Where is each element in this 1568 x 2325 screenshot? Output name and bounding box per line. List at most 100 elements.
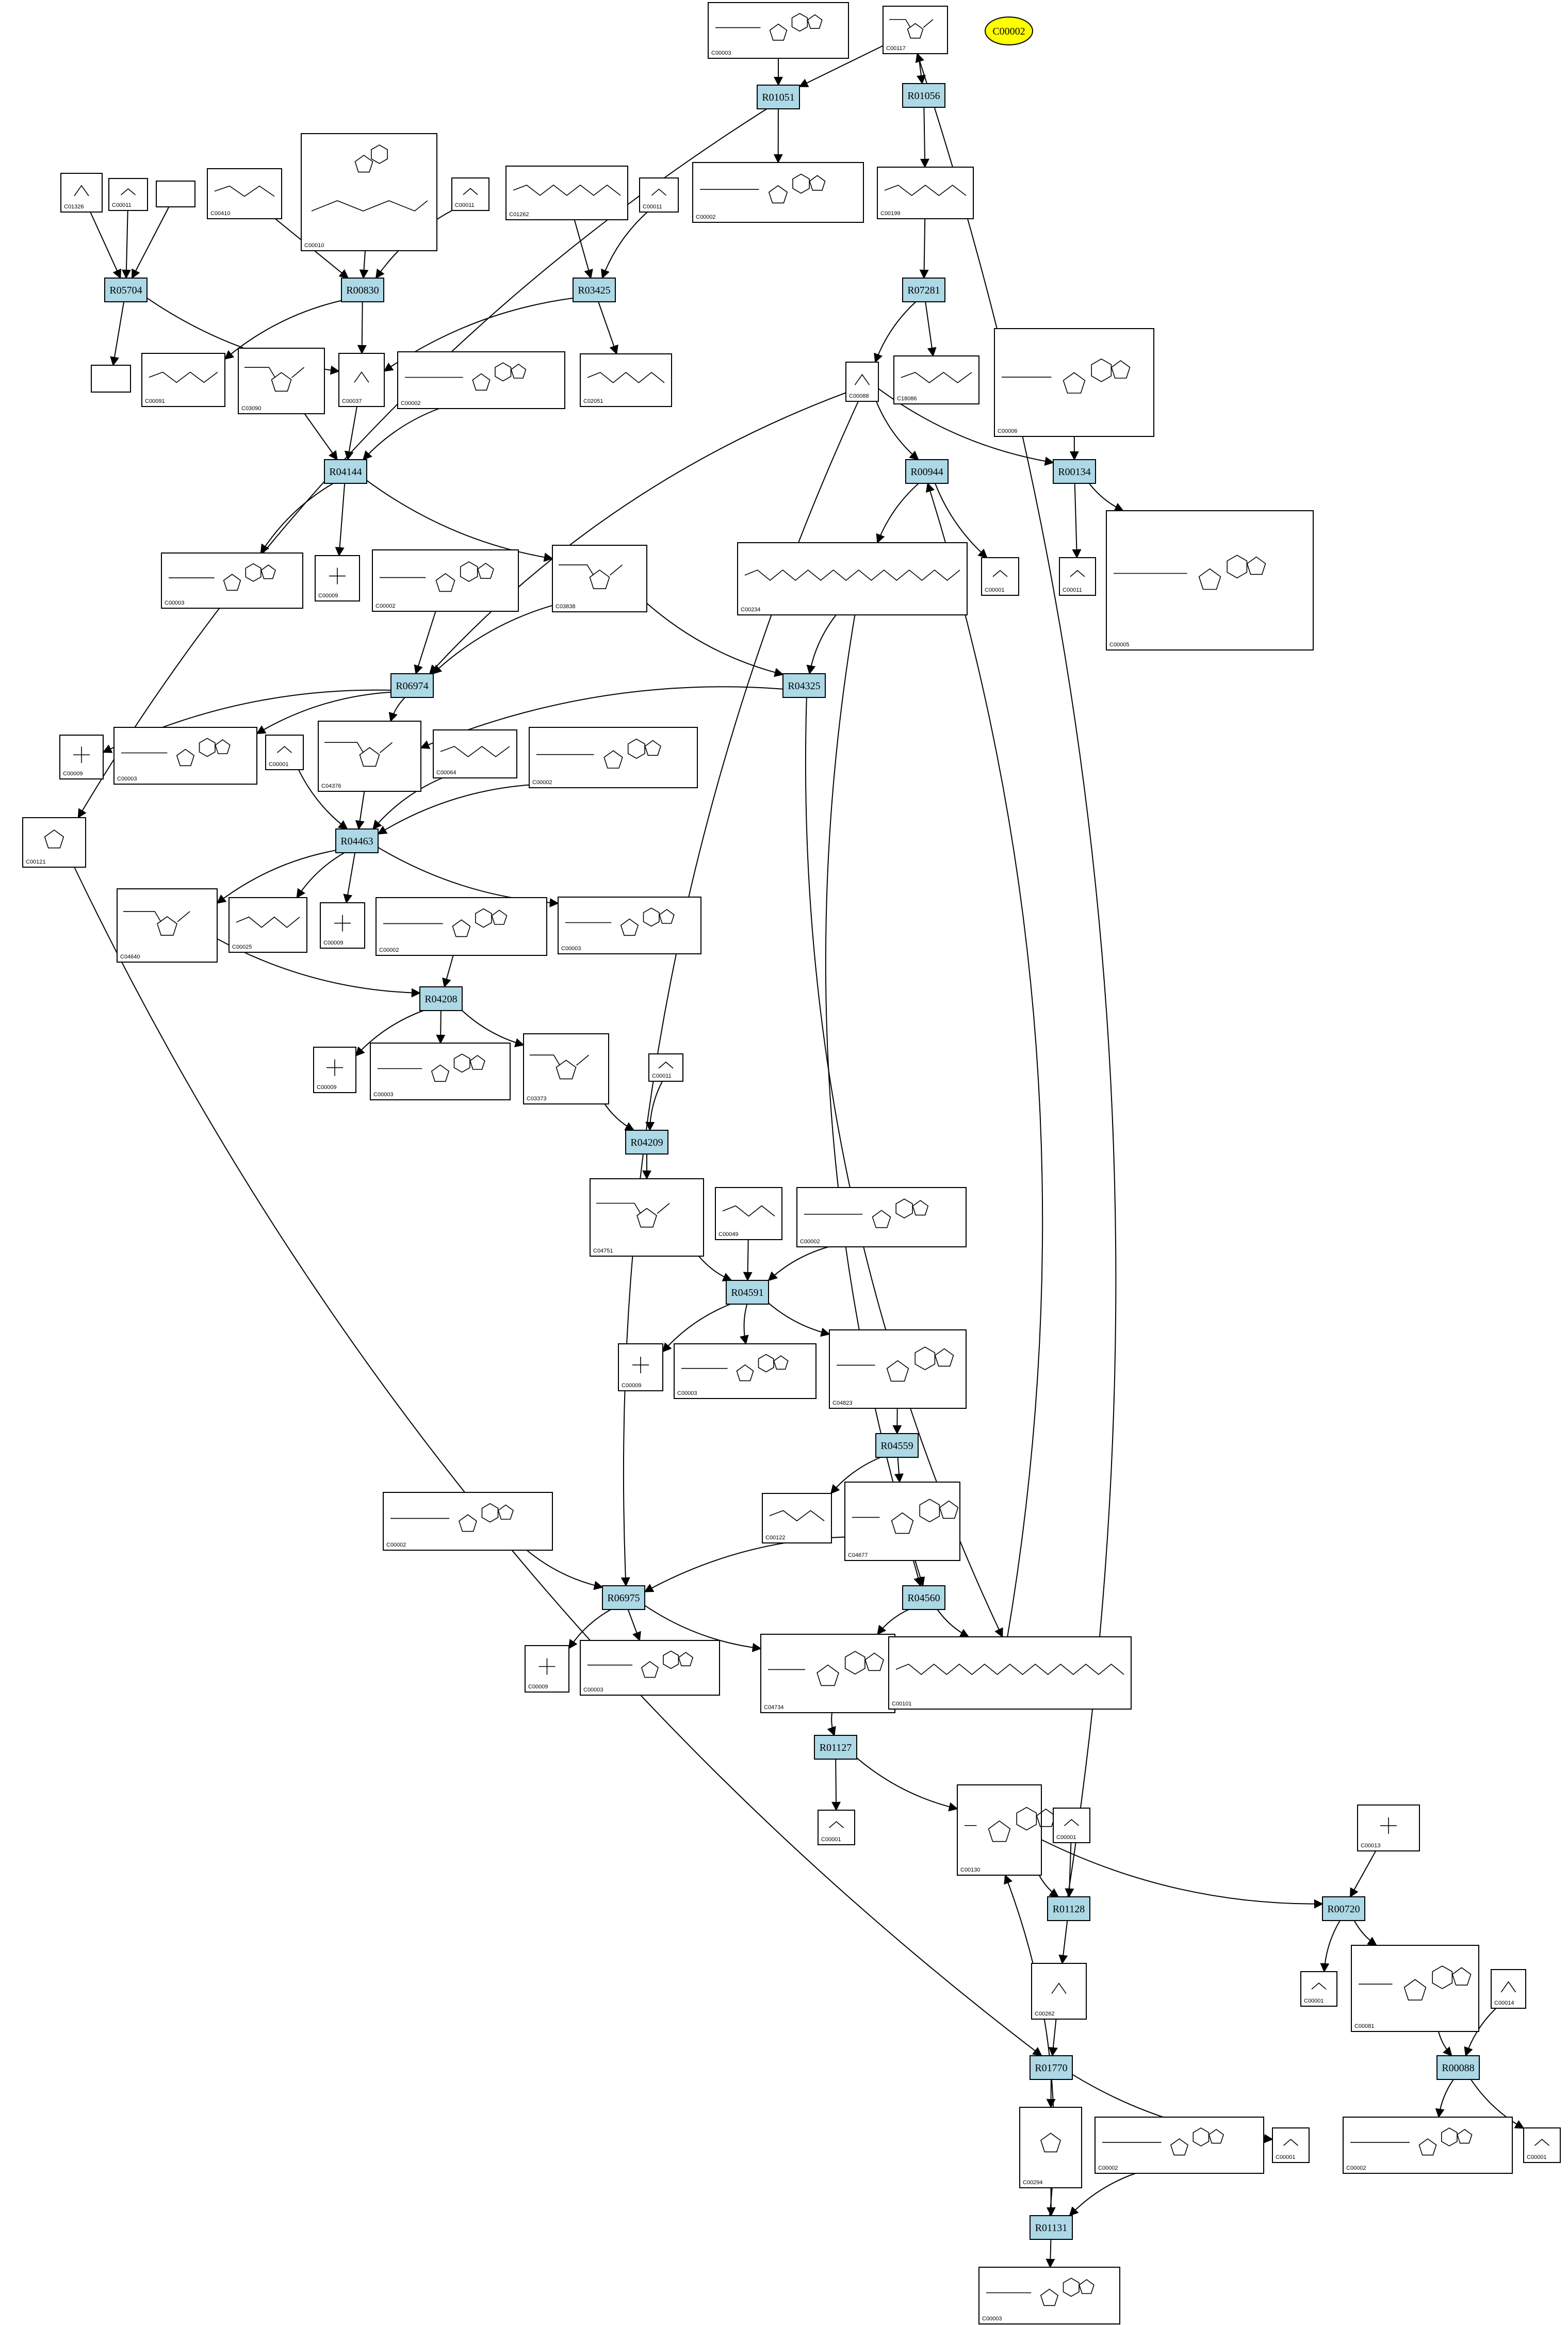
compound-node[interactable]: C00003	[580, 1640, 720, 1696]
reaction-node[interactable]: R01131	[1030, 2215, 1073, 2240]
compound-node[interactable]: C00002	[372, 549, 519, 612]
reaction-node[interactable]: R04591	[726, 1280, 769, 1305]
compound-node[interactable]: C02051	[580, 353, 672, 407]
compound-node[interactable]: C00130	[957, 1784, 1056, 1876]
compound-node[interactable]: C00002	[1343, 2117, 1513, 2174]
compound-node[interactable]: C03090	[238, 348, 325, 414]
compound-node[interactable]: C00117	[883, 6, 948, 54]
reaction-node[interactable]: R07281	[902, 278, 945, 302]
reaction-node[interactable]: R00944	[905, 459, 949, 484]
compound-node[interactable]: C00013	[1357, 1804, 1420, 1851]
compound-node[interactable]: C00091	[141, 353, 225, 407]
compound-node[interactable]: C00002	[692, 162, 864, 223]
reaction-node[interactable]: R00830	[341, 278, 384, 302]
compound-node[interactable]: C00003	[370, 1043, 511, 1100]
compound-node[interactable]: C18086	[893, 355, 979, 404]
compound-node[interactable]: C00011	[108, 178, 148, 211]
reaction-node[interactable]: R04209	[625, 1130, 668, 1155]
compound-node[interactable]: C00037	[338, 353, 385, 407]
compound-node[interactable]: C00410	[207, 168, 282, 219]
reaction-node[interactable]: R01128	[1047, 1896, 1090, 1921]
compound-node[interactable]: C00009	[59, 735, 104, 779]
compound-node[interactable]: C00003	[674, 1343, 816, 1399]
compound-node[interactable]: C00003	[708, 2, 849, 59]
compound-node[interactable]: C00002	[529, 727, 698, 788]
compound-node[interactable]: C04376	[318, 721, 421, 792]
compound-node[interactable]: C00025	[228, 897, 307, 953]
molecule-structure	[722, 1205, 775, 1217]
compound-node[interactable]: C00088	[845, 362, 879, 402]
compound-node[interactable]: C00081	[1351, 1945, 1479, 2032]
reaction-node[interactable]: R00088	[1436, 2055, 1480, 2080]
pathway-arrow	[90, 212, 121, 279]
reaction-node[interactable]: R04559	[875, 1433, 919, 1458]
compound-node[interactable]: C00005	[1106, 510, 1314, 651]
compound-node[interactable]: C00001	[981, 557, 1019, 596]
compound-node[interactable]: C00011	[451, 177, 489, 211]
compound-node[interactable]: C03838	[552, 545, 647, 612]
reaction-node[interactable]: R06975	[602, 1585, 645, 1610]
compound-node[interactable]	[156, 181, 195, 207]
reaction-node[interactable]: R01051	[757, 85, 800, 109]
reaction-node[interactable]: R01127	[814, 1735, 857, 1760]
compound-node[interactable]: C03373	[523, 1033, 609, 1104]
compound-node[interactable]: C00003	[161, 552, 303, 609]
reaction-node[interactable]: R04560	[902, 1585, 945, 1610]
reaction-node[interactable]: R00134	[1053, 459, 1096, 484]
compound-node[interactable]: C00234	[737, 542, 968, 615]
compound-node[interactable]: C01262	[505, 166, 628, 220]
compound-node[interactable]: C00002	[1095, 2117, 1264, 2174]
reaction-node[interactable]: R04208	[419, 986, 463, 1011]
compound-node[interactable]: C00064	[433, 729, 517, 778]
compound-node[interactable]: C00003	[113, 727, 257, 785]
compound-node[interactable]: C00294	[1019, 2107, 1082, 2188]
compound-node[interactable]: C00049	[715, 1187, 782, 1240]
compound-node[interactable]: C00262	[1031, 1963, 1087, 2020]
compound-node[interactable]: C00003	[978, 2267, 1120, 2324]
compound-node[interactable]: C00199	[877, 167, 974, 219]
reaction-node[interactable]: R04325	[782, 673, 826, 698]
reaction-box	[1047, 1896, 1090, 1921]
highlight-node[interactable]: C00002	[985, 17, 1033, 45]
compound-node[interactable]: C00001	[265, 735, 304, 770]
compound-node[interactable]: C00001	[818, 1810, 855, 1845]
reaction-node[interactable]: R03425	[573, 278, 616, 302]
compound-node[interactable]: C00009	[525, 1645, 569, 1693]
compound-node[interactable]: C00006	[994, 328, 1154, 437]
compound-node[interactable]: C04751	[590, 1178, 704, 1257]
compound-node[interactable]: C04734	[760, 1634, 895, 1713]
compound-node[interactable]: C00011	[1059, 557, 1096, 596]
compound-node[interactable]: C00122	[762, 1493, 832, 1543]
compound-node[interactable]: C00002	[383, 1492, 553, 1551]
compound-node[interactable]: C00002	[796, 1187, 967, 1247]
compound-node[interactable]: C00014	[1491, 1969, 1526, 2009]
compound-node[interactable]: C00009	[320, 902, 365, 949]
reaction-node[interactable]: R06974	[390, 673, 434, 698]
compound-node[interactable]: C00009	[315, 555, 360, 601]
compound-node[interactable]: C00001	[1053, 1808, 1090, 1843]
compound-node[interactable]: C00101	[888, 1636, 1132, 1710]
reaction-node[interactable]: R01056	[902, 83, 945, 108]
compound-node[interactable]: C00009	[618, 1343, 663, 1391]
compound-node[interactable]: C00009	[313, 1047, 356, 1093]
compound-node[interactable]: C00010	[301, 133, 437, 251]
compound-node[interactable]: C04640	[117, 888, 218, 963]
compound-node[interactable]: C04823	[829, 1329, 967, 1409]
compound-node[interactable]: C04677	[844, 1482, 960, 1561]
reaction-node[interactable]: R04463	[335, 828, 379, 853]
compound-node[interactable]	[91, 365, 131, 393]
reaction-node[interactable]: R01770	[1030, 2055, 1073, 2080]
compound-node[interactable]: C00002	[375, 897, 547, 956]
reaction-node[interactable]: R00720	[1322, 1896, 1365, 1921]
compound-node[interactable]: C00001	[1523, 2127, 1561, 2163]
compound-node[interactable]: C00002	[397, 351, 565, 409]
compound-node[interactable]: C00011	[648, 1053, 683, 1082]
reaction-node[interactable]: R05704	[104, 278, 148, 302]
compound-node[interactable]: C00011	[639, 177, 679, 213]
compound-node[interactable]: C00121	[22, 817, 86, 868]
reaction-node[interactable]: R04144	[324, 459, 367, 484]
compound-node[interactable]: C00003	[558, 897, 701, 954]
compound-node[interactable]: C00001	[1272, 2127, 1310, 2163]
compound-node[interactable]: C00001	[1300, 1971, 1337, 2007]
compound-node[interactable]: C01326	[60, 173, 103, 213]
